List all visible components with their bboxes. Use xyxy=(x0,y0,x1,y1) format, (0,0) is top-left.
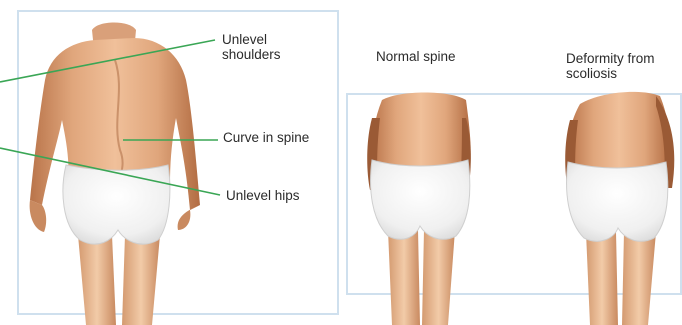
deformity-figure xyxy=(565,92,674,325)
curve-in-spine-label: Curve in spine xyxy=(223,130,309,145)
normal-spine-figure xyxy=(367,93,471,325)
deformity-label: Deformity from scoliosis xyxy=(566,51,655,81)
left-figure xyxy=(30,23,200,325)
unlevel-shoulders-line2: shoulders xyxy=(222,47,281,62)
unlevel-hips-label: Unlevel hips xyxy=(226,188,300,203)
deformity-line2: scoliosis xyxy=(566,66,655,81)
unlevel-shoulders-label: Unlevel shoulders xyxy=(222,32,281,62)
deformity-line1: Deformity from xyxy=(566,51,655,66)
unlevel-shoulders-line1: Unlevel xyxy=(222,32,281,47)
normal-spine-label: Normal spine xyxy=(376,49,456,64)
